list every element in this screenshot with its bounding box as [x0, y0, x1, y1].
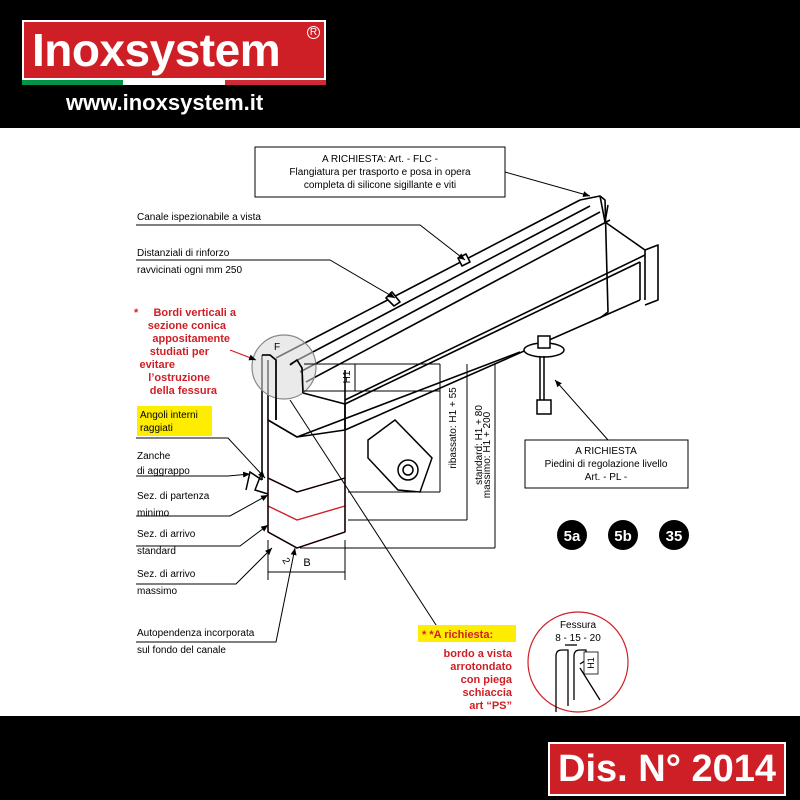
drawing-number-badge: Dis. N° 2014: [548, 742, 786, 796]
red-leader-line: [229, 349, 257, 361]
badge-35-label: 35: [666, 528, 683, 545]
label-angoli-1: Angoli interni: [140, 410, 198, 421]
badge-5a[interactable]: [557, 520, 587, 550]
detail-h1: H1: [586, 657, 596, 669]
flc-line1: A RICHIESTA: Art. - FLC -: [322, 154, 438, 165]
pl-line2: Piedini di regolazione livello: [545, 459, 668, 470]
label-angoli-2: raggiati: [140, 423, 173, 434]
bordi-line-5: evitare: [140, 359, 175, 371]
ps-leader-line: [289, 399, 439, 629]
ps-line-3: con piega: [461, 674, 513, 686]
height-dimensions: [300, 364, 496, 549]
label-distanziali-1: Distanziali di rinforzo: [137, 248, 230, 259]
label-sez-std-2: standard: [137, 546, 176, 557]
ps-line-1: bordo a vista: [444, 648, 513, 660]
fessura-profile: [555, 644, 601, 712]
badge-5a-label: 5a: [564, 528, 581, 545]
label-sez-max-1: Sez. di arrivo: [137, 569, 196, 580]
badge-35[interactable]: [659, 520, 689, 550]
label-zanche-1: Zanche: [137, 451, 171, 462]
fessura-detail-circle: [527, 611, 629, 713]
ps-highlight: [418, 625, 516, 642]
logo-text: Inoxsystem: [32, 24, 281, 76]
dim-ribassato: ribassato: H1 + 55: [448, 387, 459, 469]
section-profiles: [267, 420, 346, 549]
bordi-line-1: Bordi verticali a: [153, 307, 236, 319]
ps-note: bordo a vista arrotondato con piega schi…: [444, 648, 513, 712]
h1-dimension: [304, 363, 440, 392]
mounting-lug: [367, 419, 433, 493]
label-sez-std-1: Sez. di arrivo: [137, 529, 196, 540]
flc-callout-box: [254, 146, 506, 198]
dimension-b: B: [303, 557, 310, 569]
italian-flag-stripe: [22, 80, 326, 85]
bordi-line-3: appositamente: [152, 333, 230, 345]
angoli-highlight: [137, 406, 212, 436]
label-sez-max-2: massimo: [137, 586, 177, 597]
fessura-label: Fessura: [560, 620, 597, 631]
registered-mark-icon: R: [307, 26, 320, 39]
b-dimension: [267, 540, 346, 580]
anchor-hook: [245, 470, 269, 495]
dimension-f: F: [274, 342, 280, 353]
badge-5b-label: 5b: [614, 528, 632, 545]
slope-label: 2: [279, 556, 292, 567]
label-distanziali-2: ravvicinati ogni mm 250: [137, 265, 242, 276]
channel-body: [261, 195, 659, 480]
bordi-note: * Bordi verticali a sezione conica appos…: [134, 307, 237, 397]
detail-magnifier-f: [251, 334, 317, 400]
bordi-line-4: studiati per: [150, 346, 210, 358]
pl-line1: A RICHIESTA: [575, 446, 637, 457]
flc-line2: Flangiatura per trasporto e posa in oper…: [289, 167, 471, 178]
detail-f-lip: [262, 354, 304, 420]
flc-line3: completa di silicone sigillante e viti: [304, 180, 456, 191]
h1-label: H1: [342, 370, 353, 383]
label-sez-part-2: minimo: [137, 508, 170, 519]
dim-standard: standard: H1 + 80: [474, 405, 485, 485]
bordi-line-2: sezione conica: [148, 320, 227, 332]
brand-logo[interactable]: Inoxsystem R: [22, 20, 326, 80]
pl-callout-box: [524, 439, 689, 489]
ps-line-4: schiaccia: [462, 687, 512, 699]
technical-drawing: F H1 ribassato: H1 + 55 standard: H1 + 8…: [134, 146, 689, 713]
bordi-line-6: l’ostruzione: [148, 372, 210, 384]
fessura-values: 8 - 15 - 20: [555, 633, 601, 644]
label-canale: Canale ispezionabile a vista: [137, 212, 261, 223]
ps-line-2: arrotondato: [450, 661, 512, 673]
website-link[interactable]: www.inoxsystem.it: [66, 90, 264, 115]
label-zanche-2: di aggrappo: [137, 466, 190, 477]
ps-title: * *A richiesta:: [422, 629, 493, 641]
dim-massimo: massimo: H1 + 200: [482, 411, 493, 498]
header-banner: Inoxsystem R www.inoxsystem.it: [0, 0, 800, 128]
bordi-star: *: [134, 307, 139, 319]
bordi-line-7: della fessura: [150, 385, 218, 397]
label-auto-1: Autopendenza incorporata: [137, 628, 255, 639]
badge-5b[interactable]: [608, 520, 638, 550]
fessura-h1-box: [583, 651, 599, 675]
label-sez-part-1: Sez. di partenza: [137, 491, 210, 502]
label-auto-2: sul fondo del canale: [137, 645, 226, 656]
leveling-foot: [523, 335, 565, 415]
badge-group: 5a 5b 35: [557, 520, 689, 550]
ps-line-5: art “PS”: [469, 700, 512, 712]
pl-line3: Art. - PL -: [585, 472, 627, 483]
